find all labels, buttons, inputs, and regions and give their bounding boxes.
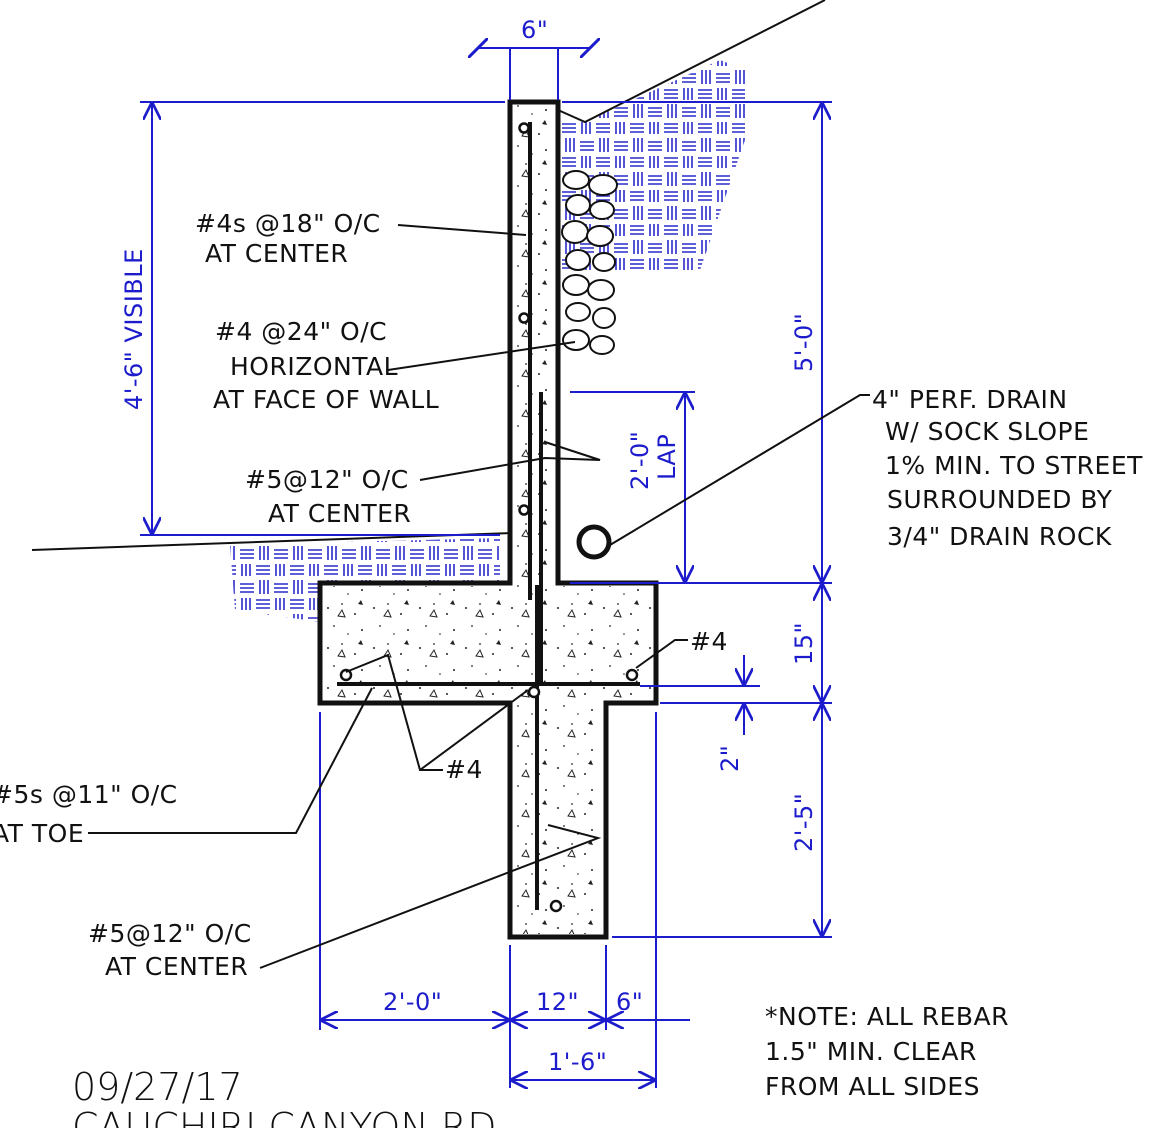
dimension-lines: [140, 48, 832, 1088]
callout-bottom-bar: #4: [445, 755, 483, 784]
callout-footing-bar: #4: [690, 627, 728, 656]
dim-wall-thickness: 6": [521, 16, 548, 44]
callout-key-bars: #5@12" O/C AT CENTER: [88, 919, 252, 981]
key-bars-line-1: #5@12" O/C: [88, 919, 252, 948]
toe-bars-line-1: #5s @11" O/C: [0, 780, 178, 809]
callout-drain: 4" PERF. DRAIN W/ SOCK SLOPE 1% MIN. TO …: [872, 385, 1143, 551]
rebar: [337, 122, 640, 913]
horiz-bars-line-1: #4 @24" O/C: [215, 317, 387, 346]
callout-toe-bars: #5s @11" O/C AT TOE: [0, 780, 178, 848]
lap-bars-line-1: #5@12" O/C: [245, 465, 409, 494]
note-line-2: 1.5" MIN. CLEAR: [765, 1037, 977, 1066]
drain-line-3: 1% MIN. TO STREET: [885, 451, 1143, 480]
callout-vertical-bars: #4s @18" O/C AT CENTER: [195, 209, 381, 268]
dim-lap: 2'-0": [626, 431, 654, 490]
rebar-note: *NOTE: ALL REBAR 1.5" MIN. CLEAR FROM AL…: [765, 1002, 1009, 1101]
key-bars-line-2: AT CENTER: [105, 952, 248, 981]
callout-lap-bars: #5@12" O/C AT CENTER: [245, 465, 411, 528]
drain-line-2: W/ SOCK SLOPE: [885, 417, 1089, 446]
vert-bars-line-2: AT CENTER: [205, 239, 348, 268]
vert-bars-line-1: #4s @18" O/C: [195, 209, 381, 238]
horiz-bars-line-3: AT FACE OF WALL: [213, 385, 439, 414]
dim-cover: 2": [716, 745, 744, 772]
dim-visible-height: 4'-6" VISIBLE: [120, 248, 148, 410]
dim-key-depth: 2'-5": [790, 793, 818, 852]
horiz-bars-line-2: HORIZONTAL: [230, 352, 398, 381]
dim-toe-width: 2'-0": [383, 988, 442, 1016]
note-line-3: FROM ALL SIDES: [765, 1072, 980, 1101]
perforated-drain-pipe: [576, 524, 612, 560]
lap-bars-line-2: AT CENTER: [268, 499, 411, 528]
note-line-1: *NOTE: ALL REBAR: [765, 1002, 1009, 1031]
concrete-stipple: [323, 105, 653, 934]
dim-key-width: 12": [536, 988, 579, 1016]
drain-line-5: 3/4" DRAIN ROCK: [887, 522, 1112, 551]
drain-rock: [561, 170, 618, 355]
dimension-labels: 6" 4'-6" VISIBLE 5'-0" 2'-0" LAP 15" 2" …: [120, 16, 818, 1076]
dim-heel-total: 1'-6": [548, 1048, 607, 1076]
drain-line-1: 4" PERF. DRAIN: [872, 385, 1068, 414]
leader-lines: [88, 224, 870, 969]
dim-heel-width: 6": [616, 988, 643, 1016]
drawing-date: 09/27/17: [72, 1065, 243, 1109]
backfill-grade-line: [557, 0, 826, 124]
toe-bars-line-2: AT TOE: [0, 819, 84, 848]
callout-horizontal-bars: #4 @24" O/C HORIZONTAL AT FACE OF WALL: [213, 317, 439, 414]
dim-wall-height: 5'-0": [790, 313, 818, 372]
drain-line-4: SURROUNDED BY: [887, 485, 1113, 514]
dim-footing-depth: 15": [790, 622, 818, 665]
project-name: CAUCHIRI CANYON RD: [72, 1105, 497, 1128]
dim-lap-label: LAP: [653, 434, 681, 480]
